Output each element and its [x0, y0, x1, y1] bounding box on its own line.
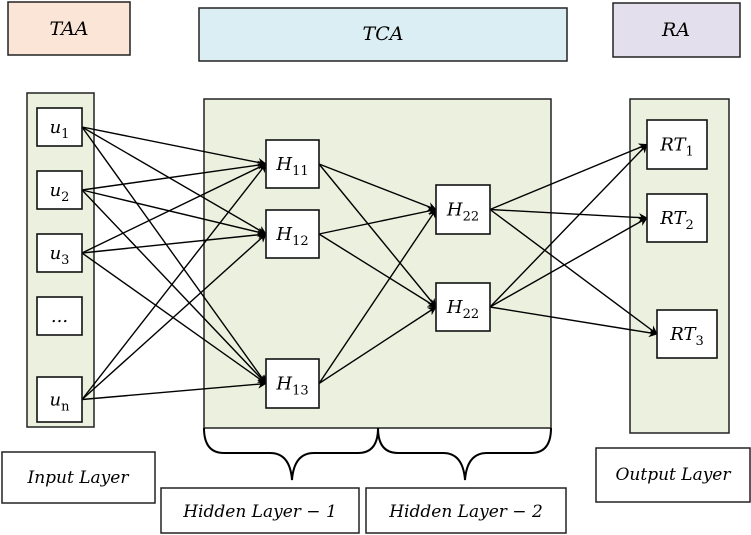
node-label: ...	[51, 306, 68, 327]
node-label-subscript: 11	[292, 164, 309, 179]
node-u1: u1	[36, 107, 83, 147]
edge-h22b-rt2	[489, 217, 648, 308]
node-label-subscript: 22	[463, 307, 480, 322]
node-dots: ...	[36, 296, 83, 336]
hidden-layer-1-label: Hidden Layer − 1	[182, 502, 337, 522]
node-label: u3	[50, 243, 70, 268]
connections	[81, 126, 658, 401]
node-label-subscript: 2	[61, 190, 69, 205]
node-rt1: RT1	[646, 119, 708, 170]
node-label-base: H	[275, 224, 292, 245]
input-layer-label-box: Input Layer	[1, 451, 156, 504]
node-label-base: RT	[659, 208, 687, 229]
node-label-base: u	[50, 390, 62, 411]
tca-header: TCA	[198, 7, 568, 62]
edge-h12-h22b	[318, 233, 437, 308]
node-label-subscript: 13	[292, 384, 309, 399]
taa-label: TAA	[49, 18, 88, 40]
node-h22b: H22	[435, 282, 491, 332]
node-h12: H12	[265, 209, 320, 259]
edge-u2-h11	[81, 160, 267, 191]
node-label: RT3	[669, 324, 704, 349]
edge-u1-h13	[81, 126, 267, 385]
node-label-base: RT	[669, 324, 697, 345]
hidden-layer-2-label: Hidden Layer − 2	[388, 502, 543, 522]
node-label-base: H	[446, 200, 463, 221]
edge-h11-h22a	[318, 163, 437, 211]
node-label: H22	[446, 297, 479, 322]
node-label-base: H	[446, 297, 463, 318]
output-layer-label: Output Layer	[616, 465, 732, 485]
node-u2: u2	[36, 170, 83, 210]
node-label-base: ...	[51, 306, 68, 327]
node-un: un	[36, 376, 83, 423]
node-label-base: u	[50, 243, 62, 264]
edge-u3-h13	[81, 252, 267, 385]
ra-header: RA	[612, 2, 741, 58]
edge-u2-h13	[81, 189, 267, 385]
output-layer-label-box: Output Layer	[595, 447, 751, 503]
edge-h22a-rt1	[489, 143, 648, 211]
edge-u2-h12	[81, 189, 267, 237]
hidden-layers-panel	[203, 98, 552, 429]
ra-label: RA	[661, 19, 690, 41]
node-label-subscript: n	[61, 400, 70, 415]
edge-h13-h22b	[318, 306, 437, 385]
node-label-subscript: 3	[61, 253, 69, 268]
node-label-base: RT	[659, 135, 687, 156]
node-rt3: RT3	[656, 309, 718, 359]
edge-u1-h12	[81, 126, 267, 235]
node-label-subscript: 1	[685, 145, 693, 160]
node-h11: H11	[265, 139, 320, 189]
node-label: H22	[446, 200, 479, 225]
node-label-subscript: 22	[463, 210, 480, 225]
node-h13: H13	[265, 358, 320, 409]
node-label-subscript: 1	[61, 127, 69, 142]
node-rt2: RT2	[646, 193, 708, 243]
edge-u3-h12	[81, 230, 267, 254]
node-label: RT2	[659, 208, 694, 233]
node-label: RT1	[659, 135, 694, 160]
node-label: u1	[50, 117, 70, 142]
edge-un-h12	[81, 233, 267, 401]
edge-un-h13	[81, 379, 267, 401]
hidden-layer-1-brace	[203, 427, 379, 481]
edge-h12-h22a	[318, 206, 437, 235]
taa-header: TAA	[7, 1, 131, 56]
hidden-layer-2-brace	[377, 427, 552, 481]
node-label-base: u	[50, 180, 62, 201]
node-label: un	[50, 390, 71, 415]
edge-h22a-rt3	[489, 208, 658, 335]
node-label: H12	[275, 224, 308, 249]
node-label: H11	[275, 154, 308, 179]
node-label-subscript: 2	[685, 218, 693, 233]
node-label-base: H	[275, 154, 292, 175]
input-layer-label: Input Layer	[27, 468, 130, 488]
edge-u3-h11	[81, 163, 267, 254]
edge-h22b-rt1	[489, 143, 648, 308]
hidden-layer-2-label-box: Hidden Layer − 2	[365, 487, 567, 534]
node-u3: u3	[36, 233, 83, 273]
edge-un-h11	[81, 163, 267, 400]
hidden-layer-1-label-box: Hidden Layer − 1	[160, 487, 360, 534]
edge-h13-h22a	[318, 208, 437, 384]
node-label-subscript: 12	[292, 234, 309, 249]
node-label-base: u	[50, 117, 62, 138]
tca-label: TCA	[363, 23, 404, 45]
node-label-base: H	[275, 374, 292, 395]
node-label-subscript: 3	[695, 334, 703, 349]
edge-u1-h11	[81, 126, 267, 167]
node-label: H13	[275, 374, 308, 399]
node-label: u2	[50, 180, 70, 205]
edge-h22a-rt2	[489, 208, 648, 223]
edge-h22b-rt3	[489, 306, 658, 338]
node-h22a: H22	[435, 184, 491, 235]
edge-h11-h22b	[318, 163, 437, 308]
